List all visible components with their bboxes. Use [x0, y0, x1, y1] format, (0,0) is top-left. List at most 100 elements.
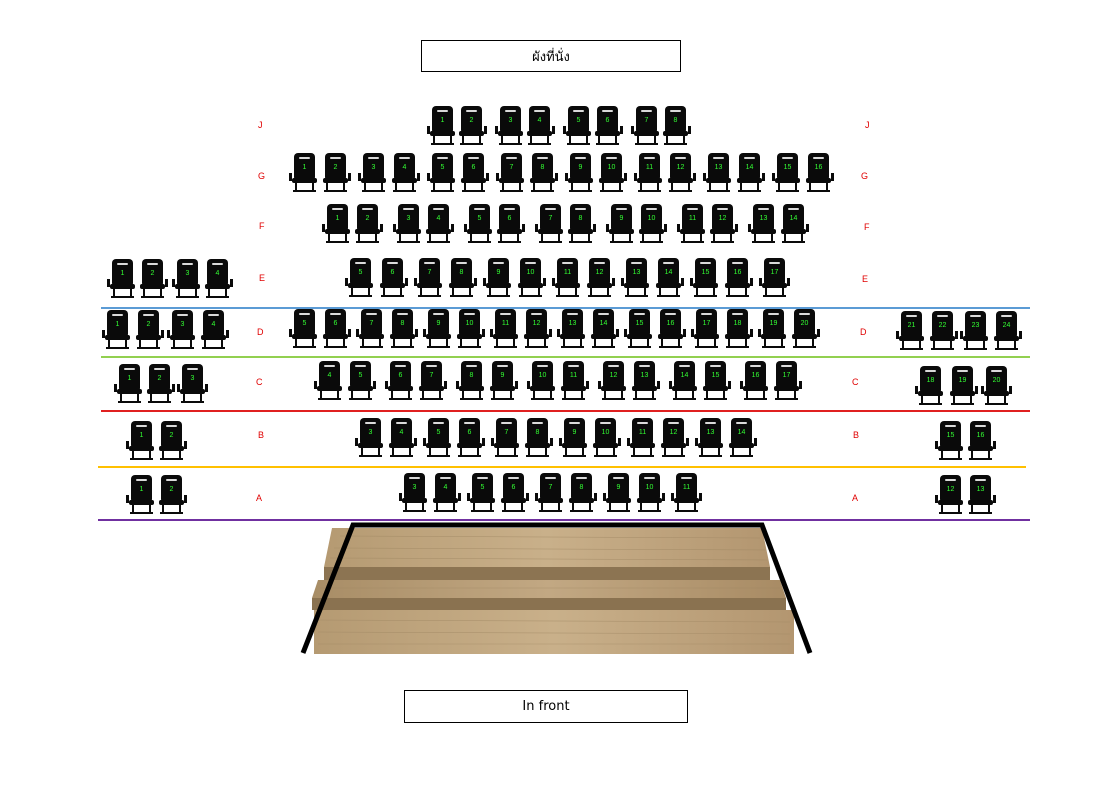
seat-b-2[interactable]: 2 [160, 421, 183, 459]
seat-e-4[interactable]: 4 [206, 259, 229, 297]
seat-d-7[interactable]: 7 [360, 309, 383, 347]
seat-b-10[interactable]: 10 [594, 418, 617, 456]
seat-j-2[interactable]: 2 [460, 106, 483, 144]
seat-c-20[interactable]: 20 [985, 366, 1008, 404]
seat-a-5[interactable]: 5 [471, 473, 494, 511]
seat-f-1[interactable]: 1 [326, 204, 349, 242]
seat-a-7[interactable]: 7 [539, 473, 562, 511]
seat-j-7[interactable]: 7 [635, 106, 658, 144]
seat-a-13[interactable]: 13 [969, 475, 992, 513]
seat-f-2[interactable]: 2 [356, 204, 379, 242]
seat-c-13[interactable]: 13 [633, 361, 656, 399]
seat-a-4[interactable]: 4 [434, 473, 457, 511]
seat-c-4[interactable]: 4 [318, 361, 341, 399]
seat-c-5[interactable]: 5 [349, 361, 372, 399]
seat-b-14[interactable]: 14 [730, 418, 753, 456]
seat-g-9[interactable]: 9 [569, 153, 592, 191]
seat-d-11[interactable]: 11 [494, 309, 517, 347]
seat-e-7[interactable]: 7 [418, 258, 441, 296]
seat-c-7[interactable]: 7 [420, 361, 443, 399]
seat-d-15[interactable]: 15 [628, 309, 651, 347]
seat-j-3[interactable]: 3 [499, 106, 522, 144]
seat-f-3[interactable]: 3 [397, 204, 420, 242]
seat-f-8[interactable]: 8 [569, 204, 592, 242]
seat-e-10[interactable]: 10 [519, 258, 542, 296]
seat-e-11[interactable]: 11 [556, 258, 579, 296]
seat-b-6[interactable]: 6 [458, 418, 481, 456]
seat-d-5[interactable]: 5 [293, 309, 316, 347]
seat-d-18[interactable]: 18 [726, 309, 749, 347]
seat-d-24[interactable]: 24 [995, 311, 1018, 349]
seat-f-13[interactable]: 13 [752, 204, 775, 242]
seat-f-5[interactable]: 5 [468, 204, 491, 242]
seat-d-16[interactable]: 16 [659, 309, 682, 347]
seat-a-11[interactable]: 11 [675, 473, 698, 511]
seat-b-9[interactable]: 9 [563, 418, 586, 456]
seat-b-7[interactable]: 7 [495, 418, 518, 456]
seat-d-8[interactable]: 8 [391, 309, 414, 347]
seat-g-8[interactable]: 8 [531, 153, 554, 191]
seat-d-4[interactable]: 4 [202, 310, 225, 348]
seat-e-13[interactable]: 13 [625, 258, 648, 296]
seat-e-6[interactable]: 6 [381, 258, 404, 296]
seat-j-4[interactable]: 4 [528, 106, 551, 144]
seat-c-19[interactable]: 19 [951, 366, 974, 404]
seat-a-2[interactable]: 2 [160, 475, 183, 513]
seat-b-16[interactable]: 16 [969, 421, 992, 459]
seat-j-5[interactable]: 5 [567, 106, 590, 144]
seat-g-11[interactable]: 11 [638, 153, 661, 191]
seat-a-8[interactable]: 8 [570, 473, 593, 511]
seat-e-8[interactable]: 8 [450, 258, 473, 296]
seat-c-11[interactable]: 11 [562, 361, 585, 399]
seat-d-6[interactable]: 6 [324, 309, 347, 347]
seat-c-18[interactable]: 18 [919, 366, 942, 404]
seat-c-6[interactable]: 6 [389, 361, 412, 399]
seat-e-14[interactable]: 14 [657, 258, 680, 296]
seat-e-3[interactable]: 3 [176, 259, 199, 297]
seat-d-2[interactable]: 2 [137, 310, 160, 348]
seat-a-3[interactable]: 3 [403, 473, 426, 511]
seat-b-8[interactable]: 8 [526, 418, 549, 456]
seat-a-9[interactable]: 9 [607, 473, 630, 511]
seat-d-13[interactable]: 13 [561, 309, 584, 347]
seat-c-8[interactable]: 8 [460, 361, 483, 399]
seat-d-23[interactable]: 23 [964, 311, 987, 349]
seat-e-12[interactable]: 12 [588, 258, 611, 296]
seat-e-1[interactable]: 1 [111, 259, 134, 297]
seat-a-10[interactable]: 10 [638, 473, 661, 511]
seat-d-10[interactable]: 10 [458, 309, 481, 347]
seat-c-10[interactable]: 10 [531, 361, 554, 399]
seat-g-10[interactable]: 10 [600, 153, 623, 191]
seat-j-1[interactable]: 1 [431, 106, 454, 144]
seat-f-11[interactable]: 11 [681, 204, 704, 242]
seat-e-5[interactable]: 5 [349, 258, 372, 296]
seat-c-16[interactable]: 16 [744, 361, 767, 399]
seat-g-13[interactable]: 13 [707, 153, 730, 191]
seat-c-15[interactable]: 15 [704, 361, 727, 399]
seat-c-14[interactable]: 14 [673, 361, 696, 399]
seat-b-11[interactable]: 11 [631, 418, 654, 456]
seat-a-12[interactable]: 12 [939, 475, 962, 513]
seat-g-3[interactable]: 3 [362, 153, 385, 191]
seat-g-14[interactable]: 14 [738, 153, 761, 191]
seat-g-16[interactable]: 16 [807, 153, 830, 191]
seat-d-1[interactable]: 1 [106, 310, 129, 348]
seat-g-5[interactable]: 5 [431, 153, 454, 191]
seat-g-1[interactable]: 1 [293, 153, 316, 191]
seat-b-5[interactable]: 5 [427, 418, 450, 456]
seat-d-21[interactable]: 21 [900, 311, 923, 349]
seat-c-17[interactable]: 17 [775, 361, 798, 399]
seat-c-2[interactable]: 2 [148, 364, 171, 402]
seat-g-12[interactable]: 12 [669, 153, 692, 191]
seat-d-14[interactable]: 14 [592, 309, 615, 347]
seat-j-6[interactable]: 6 [596, 106, 619, 144]
seat-f-7[interactable]: 7 [539, 204, 562, 242]
seat-d-20[interactable]: 20 [793, 309, 816, 347]
seat-e-15[interactable]: 15 [694, 258, 717, 296]
seat-c-9[interactable]: 9 [491, 361, 514, 399]
seat-d-12[interactable]: 12 [525, 309, 548, 347]
seat-f-10[interactable]: 10 [640, 204, 663, 242]
seat-e-17[interactable]: 17 [763, 258, 786, 296]
seat-f-4[interactable]: 4 [427, 204, 450, 242]
seat-d-22[interactable]: 22 [931, 311, 954, 349]
